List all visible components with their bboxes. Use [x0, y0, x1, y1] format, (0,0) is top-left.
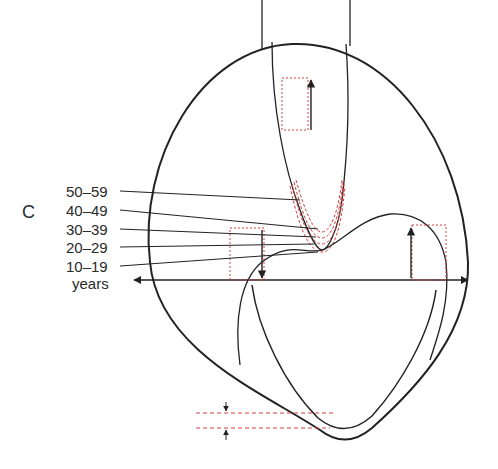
age-label: 50–59 [66, 184, 108, 199]
age-label: 20–29 [66, 240, 108, 255]
trochlea [272, 42, 348, 250]
measure-box [230, 78, 446, 280]
age-label: 40–49 [66, 203, 108, 218]
age-label: 10–19 [66, 259, 108, 274]
leader-line [120, 191, 318, 266]
thickness-arrow [226, 402, 227, 440]
measure-arrow [262, 80, 411, 278]
age-label: 30–39 [66, 222, 108, 237]
patella [238, 214, 447, 365]
panel-letter: C [22, 203, 35, 221]
shaft-line [262, 0, 350, 50]
unit-label: years [72, 276, 109, 291]
inner-contour [252, 285, 436, 429]
thickness-line [196, 413, 335, 428]
outer-outline [149, 44, 469, 440]
